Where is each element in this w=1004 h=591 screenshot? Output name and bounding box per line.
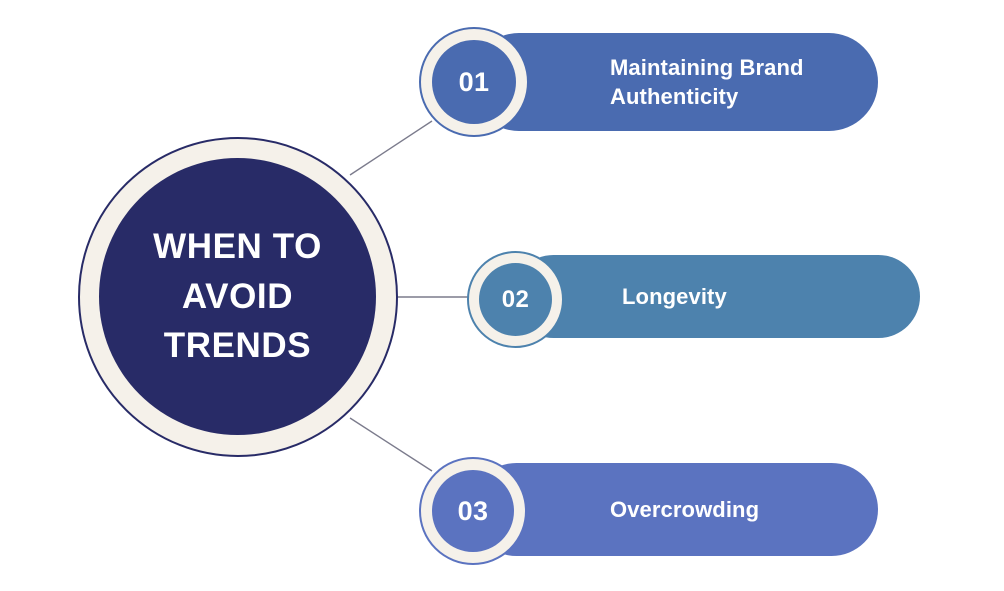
item-bar-1[interactable]: Maintaining Brand Authenticity	[470, 33, 878, 131]
item-number-2: 02	[501, 285, 530, 313]
item-number-1: 01	[458, 66, 490, 97]
item-number-badge-1[interactable]: 01	[419, 27, 529, 137]
item-bar-2[interactable]: Longevity	[512, 255, 920, 338]
hub-title: WHEN TO AVOID TRENDS	[153, 226, 322, 366]
connector-line-1	[349, 120, 433, 176]
item-number-badge-inner-2: 02	[479, 263, 552, 336]
item-number-3: 03	[457, 495, 489, 526]
item-label-2: Longevity	[622, 283, 727, 309]
item-label-1: Maintaining Brand Authenticity	[610, 54, 804, 109]
item-number-badge-inner-1: 01	[432, 40, 516, 124]
connector-line-3	[349, 417, 433, 472]
hub-inner-circle: WHEN TO AVOID TRENDS	[99, 158, 376, 435]
item-bar-3[interactable]: Overcrowding	[470, 463, 878, 556]
hub-circle: WHEN TO AVOID TRENDS	[78, 137, 398, 457]
item-label-3: Overcrowding	[610, 496, 760, 522]
item-number-badge-2[interactable]: 02	[467, 251, 564, 348]
item-number-badge-inner-3: 03	[432, 470, 514, 552]
item-number-badge-3[interactable]: 03	[419, 457, 527, 565]
